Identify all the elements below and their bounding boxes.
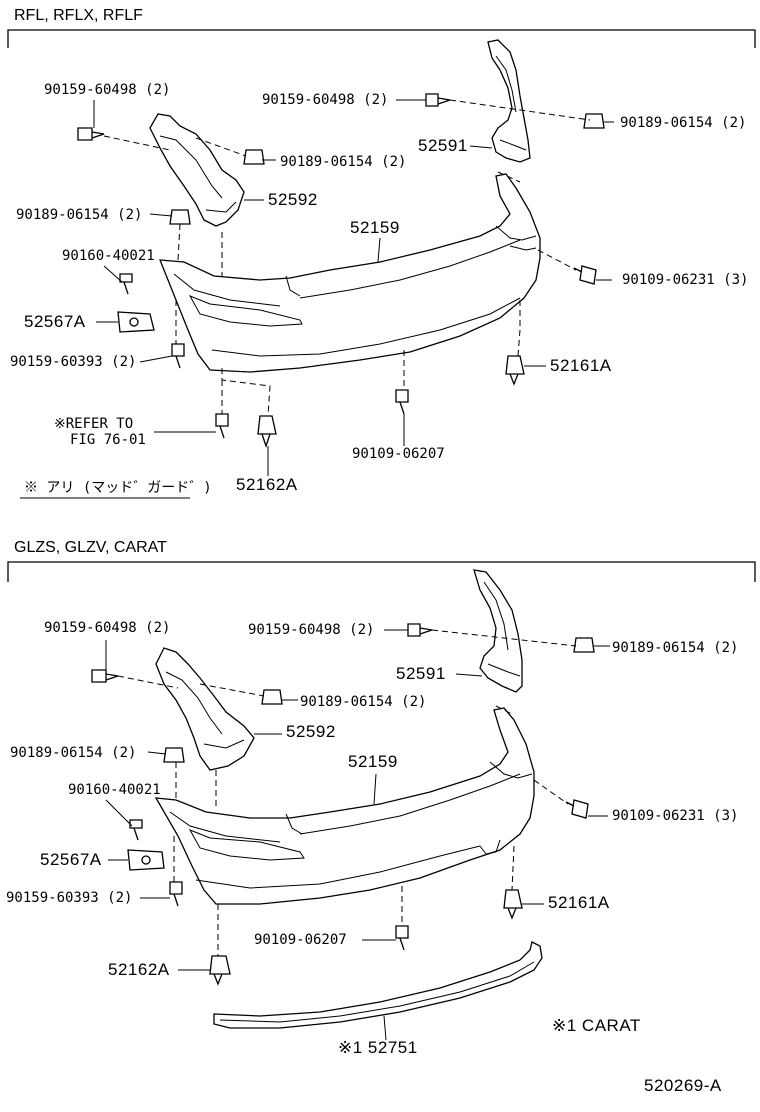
label-part-52592-2: 52592 xyxy=(286,722,336,741)
label-bolt-90159-60498-left: 90159-60498 (2) xyxy=(44,82,171,98)
part-52591-shape xyxy=(487,39,531,163)
label-clip-90189-06154-left: 90189-06154 (2) xyxy=(16,207,143,223)
carat-note: ※1 CARAT xyxy=(552,1016,641,1035)
bolt-icon xyxy=(91,669,119,683)
clip-icon xyxy=(209,955,231,986)
label-part-52162A-2: 52162A xyxy=(108,960,170,979)
clip-icon xyxy=(503,889,523,920)
label-bolt-90109-06207: 90109-06207 xyxy=(352,446,445,462)
clip-icon xyxy=(257,415,277,449)
part-52159-shape-2 xyxy=(154,707,535,905)
label-clip-90189-06154-right-2: 90189-06154 (2) xyxy=(612,640,739,656)
label-bolt-90159-60393: 90159-60393 (2) xyxy=(10,354,137,370)
label-bolt-90159-60498-left-2: 90159-60498 (2) xyxy=(44,620,171,636)
screw-icon xyxy=(129,819,143,841)
label-part-52159-2: 52159 xyxy=(348,752,398,771)
section1-title: RFL, RFLX, RFLF xyxy=(14,7,143,24)
label-bolt-90109-06231: 90109-06231 (3) xyxy=(622,272,749,288)
part-52592-shape xyxy=(149,113,245,227)
bolt-icon xyxy=(407,623,433,637)
label-fig-76-01: FIG 76-01 xyxy=(70,432,146,448)
label-bolt-90109-06207-2: 90109-06207 xyxy=(254,932,347,948)
clip-icon xyxy=(243,149,265,165)
screw-icon xyxy=(119,273,133,295)
bolt-icon xyxy=(425,93,451,107)
label-part-52592: 52592 xyxy=(268,190,318,209)
figure-id: 520269-A xyxy=(644,1076,722,1095)
label-screw-90160-40021-2: 90160-40021 xyxy=(68,782,161,798)
part-52751-shape xyxy=(213,941,543,1029)
bolt-icon xyxy=(395,389,409,415)
label-bolt-90159-60498-right: 90159-60498 (2) xyxy=(262,92,389,108)
clip-icon xyxy=(261,689,283,705)
label-part-52161A-2: 52161A xyxy=(548,893,610,912)
part-52159-shape xyxy=(159,173,541,373)
part-52591-shape-2 xyxy=(473,569,523,693)
label-bolt-90159-60498-right-2: 90159-60498 (2) xyxy=(248,622,375,638)
bolt-icon xyxy=(565,799,589,819)
clip-icon xyxy=(583,113,605,129)
section2-title: GLZS, GLZV, CARAT xyxy=(14,539,167,556)
label-clip-90189-06154-right: 90189-06154 (2) xyxy=(620,115,747,131)
label-part-52567A-2: 52567A xyxy=(40,850,102,869)
label-clip-90189-06154-left-2: 90189-06154 (2) xyxy=(10,745,137,761)
bolt-icon xyxy=(395,925,409,951)
label-bolt-90109-06231-2: 90109-06231 (3) xyxy=(612,808,739,824)
clip-icon xyxy=(169,209,191,225)
nut-plate-icon xyxy=(117,311,155,333)
label-bolt-90159-60393-2: 90159-60393 (2) xyxy=(6,890,133,906)
clip-icon xyxy=(163,747,185,763)
bolt-icon xyxy=(77,127,105,141)
nut-plate-icon xyxy=(127,849,165,871)
label-part-52162A: 52162A xyxy=(236,475,298,494)
bolt-icon xyxy=(573,265,597,285)
label-part-52751: ※1 52751 xyxy=(338,1038,418,1057)
label-screw-90160-40021: 90160-40021 xyxy=(62,248,155,264)
label-clip-90189-06154-mid-2: 90189-06154 (2) xyxy=(300,694,427,710)
clip-icon xyxy=(573,637,595,653)
label-part-52591: 52591 xyxy=(418,136,468,155)
bolt-icon xyxy=(215,413,229,439)
label-part-52159: 52159 xyxy=(350,218,400,237)
section1-bracket xyxy=(7,29,756,48)
label-refer-to: ※REFER TO xyxy=(54,416,134,432)
label-part-52591-2: 52591 xyxy=(396,664,446,683)
section2-bracket xyxy=(7,561,756,582)
label-part-52161A: 52161A xyxy=(550,356,612,375)
label-clip-90189-06154-mid: 90189-06154 (2) xyxy=(280,154,407,170)
mudguard-note: ※ アリ (マッド゛ガード゛) xyxy=(24,480,212,496)
part-52592-shape-2 xyxy=(155,647,255,771)
clip-icon xyxy=(505,355,525,386)
bolt-icon xyxy=(169,881,183,907)
label-part-52567A: 52567A xyxy=(24,312,86,331)
bolt-icon xyxy=(171,343,185,369)
